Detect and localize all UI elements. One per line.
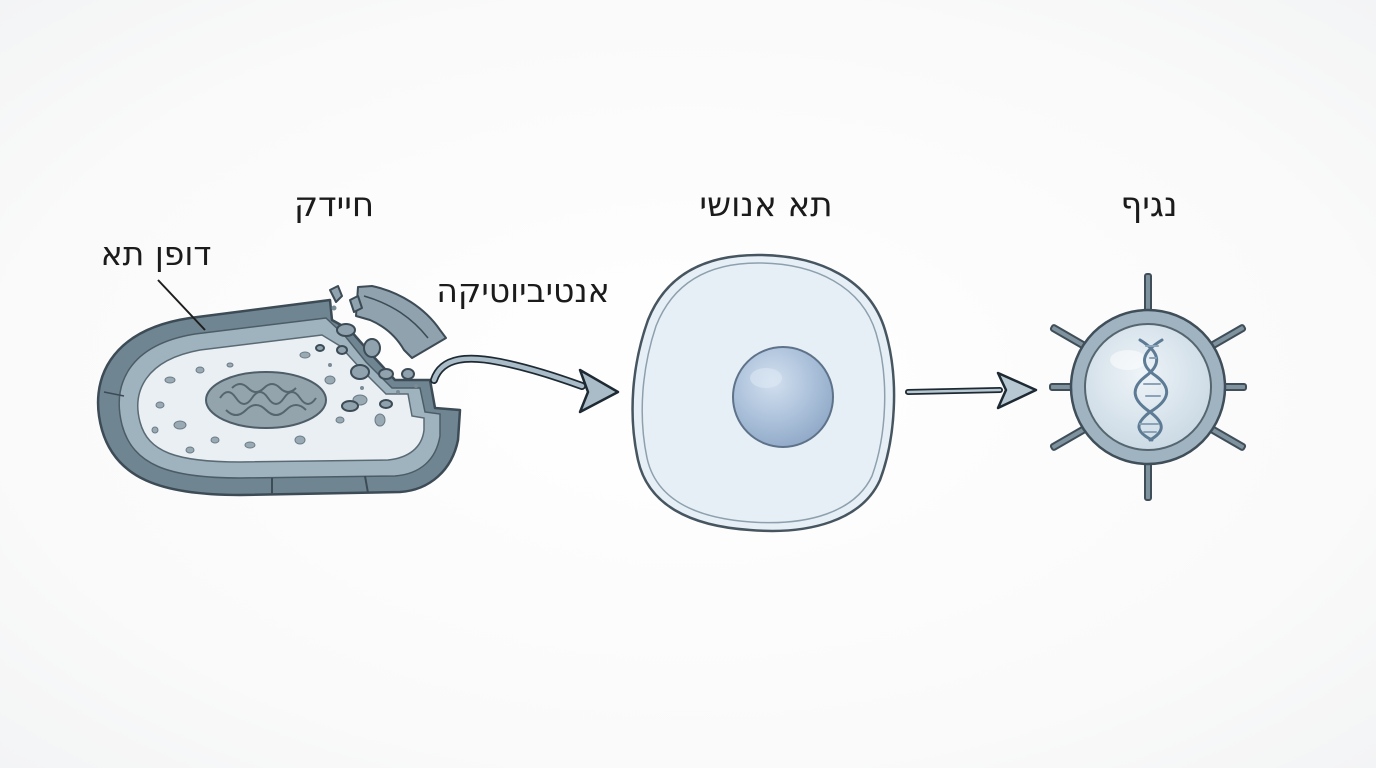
- virus-icon: [1049, 273, 1247, 501]
- nucleoid: [205, 371, 327, 429]
- cell-to-virus-arrow: [905, 371, 1038, 410]
- dna-icon: [1133, 338, 1168, 442]
- bacterium-label: חיידק: [294, 185, 374, 225]
- bacterium-icon: [96, 285, 462, 497]
- antibiotic-arrow: [430, 354, 620, 414]
- nucleus: [732, 346, 834, 448]
- human-cell-label: תא אנושי: [699, 185, 832, 225]
- cell-wall-label: דופן תא: [101, 234, 212, 273]
- human-cell-icon: [631, 253, 896, 533]
- wall-fragments: [315, 285, 447, 412]
- virus-label: נגיף: [1121, 185, 1178, 225]
- antibiotic-label: אנטיביוטיקה: [436, 271, 609, 310]
- cell-wall-leader-line: [157, 279, 206, 331]
